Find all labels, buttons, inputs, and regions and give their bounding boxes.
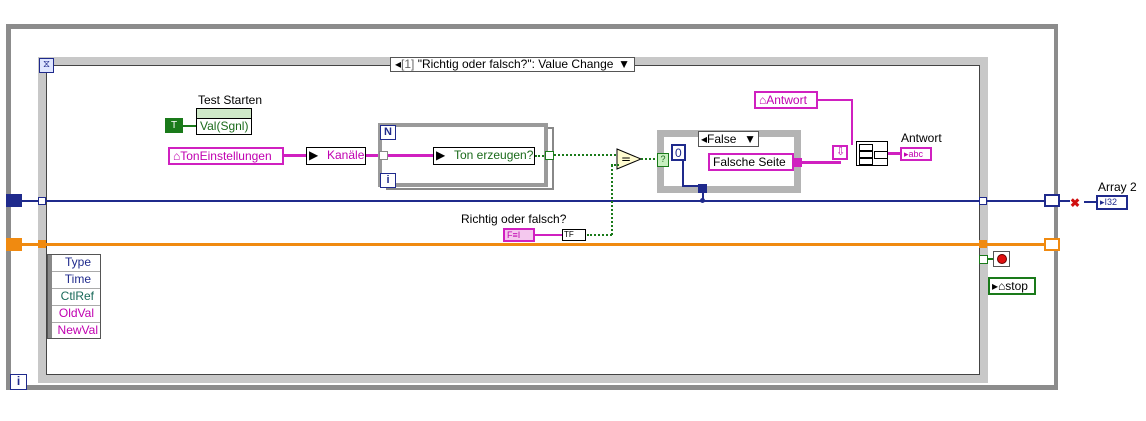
event-tunnel-orange-right (979, 240, 987, 248)
blue-wire-case-v (682, 161, 684, 186)
case-structure-selector[interactable]: ◂False ▼ (698, 131, 759, 147)
event-data-node[interactable]: Type Time CtlRef OldVal NewVal (47, 254, 101, 339)
while-loop-iteration-terminal: i (10, 374, 27, 390)
green-wire-richtig-h (587, 234, 612, 237)
green-wire-stop (988, 258, 994, 260)
event-selector-dropdown-icon[interactable]: ▼ (618, 57, 630, 71)
richtig-oder-falsch-label: Richtig oder falsch? (461, 212, 567, 226)
numeric-constant-0[interactable]: 0 (671, 144, 686, 161)
event-tunnel-blue-left (38, 197, 46, 205)
pink-wire-2 (366, 154, 380, 157)
case-left-arrow[interactable]: ◂ (701, 132, 708, 146)
val-sgnl-label: Val(Sgnl) (200, 119, 249, 133)
bool-constant[interactable]: T (165, 118, 183, 133)
insert-into-array-node[interactable] (856, 141, 888, 166)
pink-wire-richtig (535, 234, 563, 236)
for-loop-iteration-terminal: i (380, 173, 396, 188)
event-data-newval: NewVal (57, 323, 98, 337)
right-shift-register-orange[interactable] (1044, 238, 1060, 251)
left-shift-register-orange[interactable] (6, 238, 22, 251)
unbundle-kanaele[interactable]: ▶ Kanäle (306, 147, 366, 165)
stop-local-variable[interactable]: ▸⌂stop (988, 277, 1036, 295)
array2-label: Array 2 (1098, 180, 1137, 194)
case-selector-value: False (707, 132, 737, 146)
unbundle-arrow-icon-2: ▶ (436, 148, 446, 162)
blue-wire-array (1084, 201, 1096, 203)
antwort-local[interactable]: ⌂Antwort (754, 91, 818, 109)
green-wire-richtig-top (611, 164, 619, 167)
green-wire-richtig-v (611, 165, 614, 235)
pink-wire-case-out (801, 161, 841, 164)
array-down-icon[interactable]: ⇩ (832, 145, 848, 160)
blue-wire-down (702, 193, 704, 201)
blue-wire-case-h (682, 185, 702, 187)
event-timeout-terminal: ⧖ (39, 58, 54, 73)
antwort-indicator-label: Antwort (901, 131, 942, 145)
antwort-local-label: Antwort (766, 93, 807, 107)
stop-local-label: stop (1005, 279, 1028, 293)
unbundle-arrow-icon: ▶ (309, 148, 319, 162)
pink-wire-antwort-v (851, 99, 853, 145)
event-selector-label: "Richtig oder falsch?": Value Change (414, 57, 614, 71)
to-bool-conversion-icon[interactable]: TF (562, 229, 586, 241)
i32-label: I32 (1104, 197, 1118, 207)
kanaele-label: Kanäle (327, 148, 365, 162)
event-tunnel-blue-right (979, 197, 987, 205)
event-case-selector[interactable]: ◂[1] "Richtig oder falsch?": Value Chang… (390, 57, 635, 72)
equal-comparator-icon[interactable]: = (616, 148, 642, 170)
ton-einstellungen-local[interactable]: ⌂TonEinstellungen (168, 147, 284, 165)
blue-wire-output (1060, 200, 1070, 202)
abc-label: abc (908, 149, 924, 159)
green-wire-to-case (641, 158, 659, 161)
case-tunnel-pink (793, 158, 802, 167)
unbundle-ton-erzeugen[interactable]: ▶ Ton erzeugen? (433, 147, 535, 165)
case-selector-terminal: ? (657, 153, 669, 167)
stop-tunnel (979, 255, 988, 264)
case-tunnel-blue (698, 184, 707, 193)
green-wire-bool (183, 125, 197, 127)
for-loop-tunnel-out (545, 151, 554, 160)
pink-wire-antwort-h (818, 99, 852, 101)
for-loop-count-terminal[interactable]: N (380, 125, 396, 140)
while-loop-frame[interactable] (6, 24, 1058, 390)
wire-junction (700, 198, 705, 203)
event-data-node-border (48, 255, 52, 338)
right-shift-register-blue[interactable] (1044, 194, 1060, 207)
pink-wire-to-indicator (888, 152, 902, 155)
event-data-oldval: OldVal (48, 306, 100, 323)
falsche-seite-constant[interactable]: Falsche Seite (708, 153, 794, 171)
event-selector-index: [1] (401, 57, 415, 71)
event-data-type: Type (48, 255, 100, 272)
pink-wire-3 (388, 154, 434, 157)
event-selector-left-arrow[interactable]: ◂ (395, 57, 402, 71)
test-starten-label: Test Starten (198, 93, 263, 107)
green-wire-ton (535, 155, 547, 158)
antwort-string-indicator[interactable]: ▸abc (900, 147, 932, 161)
error-x-icon: ✖ (1070, 196, 1081, 210)
blue-wire-shift-register (6, 200, 1050, 202)
property-node-header (197, 109, 251, 119)
event-data-time: Time (48, 272, 100, 289)
array2-indicator[interactable]: ▸I32 (1096, 195, 1128, 210)
event-data-ctlref: CtlRef (48, 289, 100, 306)
case-dropdown-icon[interactable]: ▼ (744, 132, 756, 146)
svg-text:=: = (621, 152, 631, 166)
left-shift-register-blue[interactable] (6, 194, 22, 207)
ton-einstellungen-label: TonEinstellungen (180, 149, 272, 163)
green-wire-to-equal (554, 154, 620, 157)
for-loop-tunnel-in (379, 151, 388, 160)
ton-erzeugen-label: Ton erzeugen? (454, 148, 534, 162)
stop-terminal-icon[interactable] (993, 251, 1010, 267)
pink-wire-1 (284, 154, 308, 157)
test-starten-property-node[interactable]: Val(Sgnl) (196, 108, 252, 135)
event-tunnel-orange-left (38, 240, 46, 248)
richtig-oder-falsch-refnum[interactable]: F≡I (503, 228, 535, 242)
orange-wire-error (6, 243, 1050, 246)
